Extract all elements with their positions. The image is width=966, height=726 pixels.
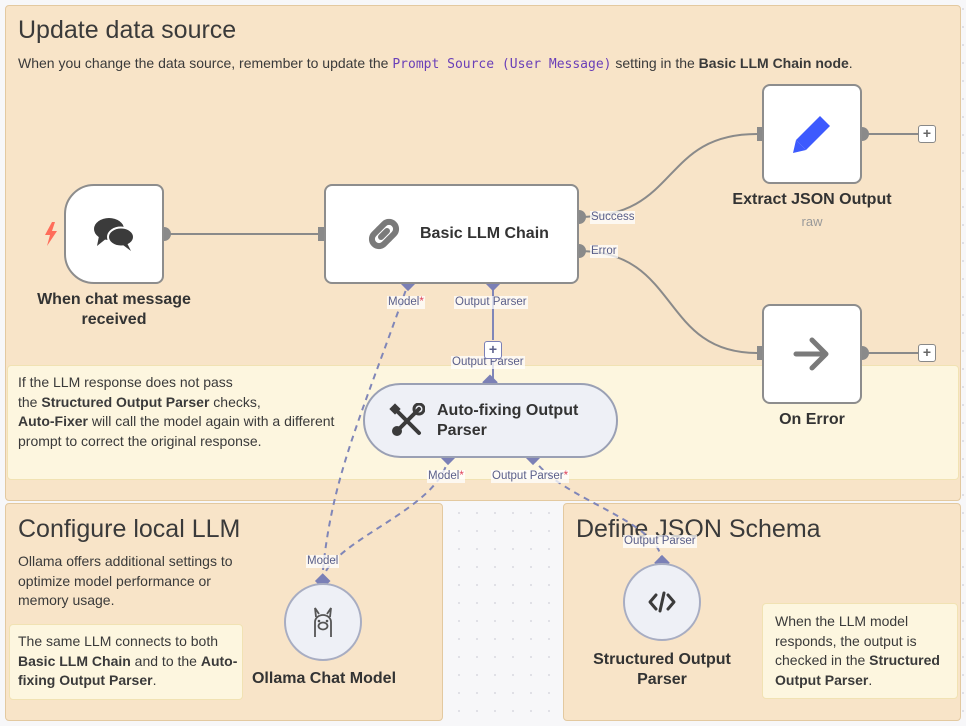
sticky-schema-title: Define JSON Schema xyxy=(576,515,821,543)
add-output-parser-button[interactable]: + xyxy=(484,341,502,359)
basic-llm-chain-node[interactable]: Basic LLM Chain xyxy=(324,184,579,284)
arrow-right-icon xyxy=(793,337,829,371)
chat-bubbles-icon xyxy=(94,218,135,251)
auto-fixing-output-parser-label: Auto-fixing Output Parser xyxy=(437,401,579,439)
add-node-button-extract[interactable]: + xyxy=(918,125,936,143)
trigger-node[interactable] xyxy=(64,184,164,284)
sticky-responds-note[interactable] xyxy=(762,603,958,699)
link-icon xyxy=(368,218,400,250)
structured-output-parser-label: Structured Output Parser xyxy=(593,651,731,688)
structured-output-parser-node[interactable] xyxy=(623,563,701,641)
port-autofix-parser-label: Output Parser* xyxy=(491,470,570,483)
trigger-node-label: When chat message received xyxy=(37,291,191,328)
sticky-autofix-text: If the LLM response does not pass the St… xyxy=(18,374,335,449)
sticky-same-llm-text: The same LLM connects to both Basic LLM … xyxy=(18,633,238,688)
llama-icon xyxy=(314,607,332,637)
sticky-same-llm-note[interactable] xyxy=(9,624,243,700)
sticky-responds-text: When the LLM model responds, the output … xyxy=(775,613,940,688)
ollama-chat-model-label: Ollama Chat Model xyxy=(251,670,397,687)
port-ollama-out-label: Model xyxy=(306,555,340,568)
pencil-icon xyxy=(793,116,830,153)
extract-json-output-sub: raw xyxy=(801,214,823,229)
port-autofix-in-label: Output Parser xyxy=(451,356,525,369)
sticky-update-title: Update data source xyxy=(18,16,237,44)
sticky-local-title: Configure local LLM xyxy=(18,515,241,543)
port-chain-parser-label: Output Parser xyxy=(454,296,528,309)
on-error-node[interactable] xyxy=(762,304,862,404)
port-chain-model-label: Model* xyxy=(387,296,425,309)
add-node-button-onerror[interactable]: + xyxy=(918,344,936,362)
port-success-label: Success xyxy=(590,211,636,224)
port-autofix-model-label: Model* xyxy=(427,470,465,483)
auto-fixing-output-parser-node[interactable]: Auto-fixing Output Parser xyxy=(363,383,618,458)
wire-error-to-onerror xyxy=(578,250,758,354)
on-error-label: On Error xyxy=(779,411,845,428)
port-error-label: Error xyxy=(590,245,618,258)
lightning-icon xyxy=(45,222,57,246)
extract-json-output-node[interactable] xyxy=(762,84,862,184)
tools-icon xyxy=(389,402,425,436)
sticky-local-text: Ollama offers additional settings to opt… xyxy=(18,553,233,608)
wire-ollama-to-chain-model xyxy=(321,283,409,582)
extract-json-output-label: Extract JSON Output xyxy=(732,191,892,208)
ollama-chat-model-node[interactable] xyxy=(284,583,362,661)
sticky-update-text: When you change the data source, remembe… xyxy=(18,55,853,72)
code-icon xyxy=(648,591,676,613)
basic-llm-chain-label: Basic LLM Chain xyxy=(420,225,549,242)
port-parser-out-label: Output Parser xyxy=(623,535,697,548)
